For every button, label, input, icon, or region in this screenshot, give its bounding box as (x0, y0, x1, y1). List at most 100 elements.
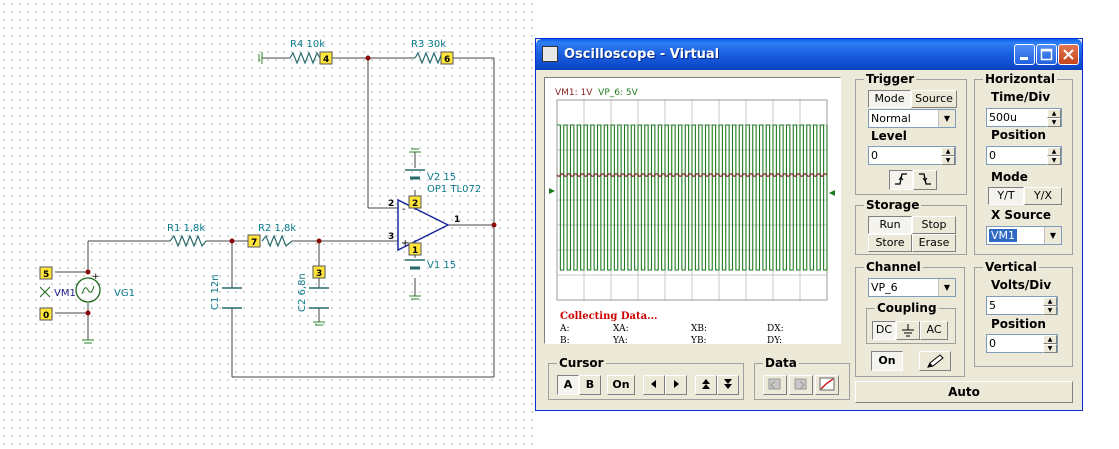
chevron-down-icon: ▼ (1044, 227, 1061, 244)
auto-button[interactable]: Auto (855, 381, 1073, 403)
trigger-level-value: 0 (871, 149, 878, 162)
cursor-up-button[interactable] (695, 375, 717, 395)
storage-title: Storage (864, 198, 922, 212)
rising-edge-icon (895, 173, 907, 185)
node-tag (39, 307, 53, 321)
scope-screen[interactable]: VM1: 1V VP_6: 5V Collecting Data... A: B… (544, 77, 841, 346)
cursor-down-button[interactable] (717, 375, 739, 395)
data-import-button[interactable] (763, 375, 787, 395)
cursor-b-button[interactable]: B (579, 375, 601, 395)
trigger-mode-value: Normal (871, 112, 911, 125)
run-button[interactable]: Run (868, 216, 912, 234)
trigger-level-input[interactable]: 0 ▲ ▼ (868, 146, 956, 165)
minimize-button[interactable] (1014, 44, 1035, 65)
data-panel: Data (754, 356, 850, 400)
r1-label: R1 1,8k (167, 223, 205, 234)
spin-down-icon[interactable]: ▼ (1047, 118, 1061, 127)
c1-label: C1 12n (210, 274, 221, 310)
node-tag (319, 51, 333, 65)
title-bar[interactable]: Oscilloscope - Virtual (536, 39, 1082, 70)
v1-label: V1 15 (427, 260, 456, 271)
readout-dx: DX: (767, 324, 784, 334)
schematic-canvas[interactable]: - + + 4 6 2 1 7 3 5 0 2 3 1 R4 10k R3 30… (0, 0, 535, 445)
node-label: 2 (412, 199, 418, 209)
readout-ya: YA: (613, 336, 628, 346)
status-text: Collecting Data... (560, 311, 658, 322)
export-icon (794, 378, 807, 390)
spin-up-icon[interactable]: ▲ (1047, 109, 1061, 118)
channel-labels: VM1: 1V VP_6: 5V (555, 88, 638, 98)
time-div-input[interactable]: 500u ▲ ▼ (986, 108, 1062, 127)
readout-dy: DY: (767, 336, 783, 346)
channel-select[interactable]: VP_6 ▼ (868, 278, 956, 297)
volts-div-input[interactable]: 5 ▲ ▼ (986, 296, 1058, 315)
time-div-label: Time/Div (991, 90, 1051, 104)
spin-down-icon[interactable]: ▼ (1047, 156, 1061, 165)
trigger-panel: Trigger Mode Source Normal ▼ Level 0 ▲ ▼ (855, 72, 967, 195)
channel-label-vm1: VM1: 1V (555, 88, 593, 98)
yt-mode-button[interactable]: Y/T (988, 187, 1024, 205)
trigger-source-button[interactable]: Source (911, 90, 957, 108)
vg1-label: VG1 (114, 288, 135, 299)
scope-plot (549, 99, 835, 301)
spin-down-icon[interactable]: ▼ (1043, 306, 1057, 315)
vertical-position-value: 0 (989, 337, 996, 350)
trigger-level-label: Level (871, 129, 907, 143)
spin-up-icon[interactable]: ▲ (1043, 297, 1057, 306)
node-tag (440, 51, 454, 65)
ac-coupling-button[interactable]: AC (920, 321, 948, 340)
spin-up-icon[interactable]: ▲ (941, 147, 955, 156)
coupling-panel: Coupling DC AC (866, 301, 956, 344)
maximize-button[interactable] (1036, 44, 1057, 65)
trigger-marker-icon (829, 190, 835, 196)
xsource-value: VM1 (989, 229, 1018, 242)
channel-on-button[interactable]: On (871, 351, 903, 371)
erase-button[interactable]: Erase (912, 234, 956, 252)
channel-panel: Channel VP_6 ▼ Coupling DC AC On (855, 260, 965, 377)
node-label: 0 (43, 311, 49, 321)
data-graph-button[interactable] (815, 375, 839, 395)
minimize-icon (1020, 57, 1028, 60)
cursor-right-button[interactable] (665, 375, 687, 395)
spin-down-icon[interactable]: ▼ (941, 156, 955, 165)
falling-edge-button[interactable] (913, 170, 937, 190)
readout-a: A: (560, 324, 570, 334)
node-label: 5 (43, 270, 49, 280)
vertical-position-input[interactable]: 0 ▲ ▼ (986, 334, 1058, 353)
oscilloscope-app-icon (542, 46, 558, 62)
data-export-button[interactable] (789, 375, 813, 395)
spin-up-icon[interactable]: ▲ (1043, 335, 1057, 344)
close-button[interactable] (1058, 44, 1079, 65)
node-tag (312, 265, 326, 279)
node-tag (247, 234, 261, 248)
schematic-drawing: - + + 4 6 2 1 7 3 5 0 2 3 1 R4 10k R3 30… (39, 39, 497, 378)
trigger-mode-button[interactable]: Mode (868, 90, 911, 108)
spin-up-icon[interactable]: ▲ (1047, 147, 1061, 156)
readout-yb: YB: (691, 336, 707, 346)
pin-label: 2 (388, 199, 394, 209)
xsource-select[interactable]: VM1 ▼ (986, 226, 1062, 245)
yx-mode-button[interactable]: Y/X (1024, 187, 1062, 205)
cursor-left-button[interactable] (643, 375, 665, 395)
chevron-down-icon: ▼ (938, 279, 955, 296)
cursor-a-button[interactable]: A (557, 375, 579, 395)
storage-panel: Storage Run Stop Store Erase (855, 198, 967, 255)
cursor-on-button[interactable]: On (607, 375, 635, 395)
node-label: 4 (323, 55, 329, 65)
store-button[interactable]: Store (868, 234, 912, 252)
pen-icon (927, 354, 944, 368)
spin-down-icon[interactable]: ▼ (1043, 344, 1057, 353)
trigger-mode-select[interactable]: Normal ▼ (868, 109, 956, 128)
channel-color-button[interactable] (919, 351, 951, 371)
stop-button[interactable]: Stop (912, 216, 956, 234)
ground-coupling-button[interactable] (896, 321, 920, 340)
trigger-title: Trigger (864, 72, 917, 86)
rising-edge-button[interactable] (889, 170, 913, 190)
readout-xb: XB: (691, 324, 708, 334)
horizontal-position-input[interactable]: 0 ▲ ▼ (986, 146, 1062, 165)
oscilloscope-window[interactable]: Oscilloscope - Virtual VM1: 1V VP_6: 5V … (535, 38, 1083, 411)
dc-coupling-button[interactable]: DC (872, 321, 896, 340)
node-tag (408, 242, 422, 256)
volts-div-label: Volts/Div (991, 278, 1052, 292)
horizontal-panel: Horizontal Time/Div 500u ▲ ▼ Position 0 … (974, 72, 1073, 255)
